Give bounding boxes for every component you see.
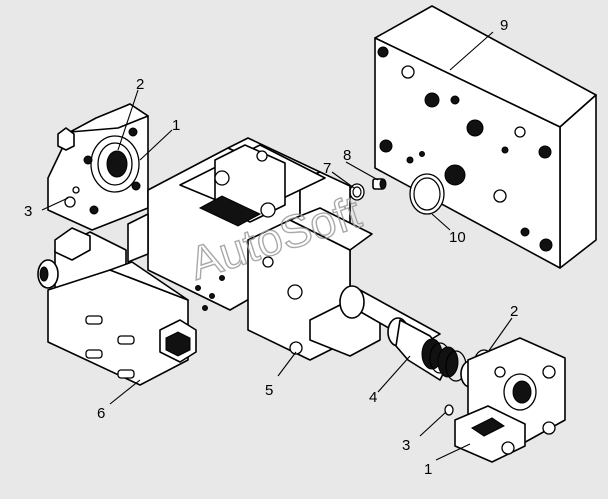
valve-body [127,137,381,361]
callout-2-right: 2 [510,303,518,320]
plug [372,178,387,190]
threaded-section [421,338,467,382]
mounting-plate [374,5,597,269]
callout-2-top: 2 [136,76,144,93]
callout-5: 5 [265,382,273,399]
callout-3-right: 3 [402,437,410,454]
callout-3-left: 3 [24,203,32,220]
flange-right [454,337,566,463]
seal-ring-right [444,404,454,416]
callout-1-bottom: 1 [424,461,432,478]
callout-7: 7 [323,160,331,177]
callout-8: 8 [343,147,351,164]
callout-9: 9 [500,17,508,34]
callout-1-top: 1 [172,117,180,134]
callout-labels: 1 2 3 4 5 6 7 8 9 10 2 3 1 [24,17,518,478]
flange-left [47,103,149,231]
o-ring-large [409,173,445,215]
callout-10: 10 [449,229,466,246]
leader-lines [41,31,513,461]
solenoid [37,227,197,386]
callout-6: 6 [97,405,105,422]
callout-4: 4 [369,389,377,406]
